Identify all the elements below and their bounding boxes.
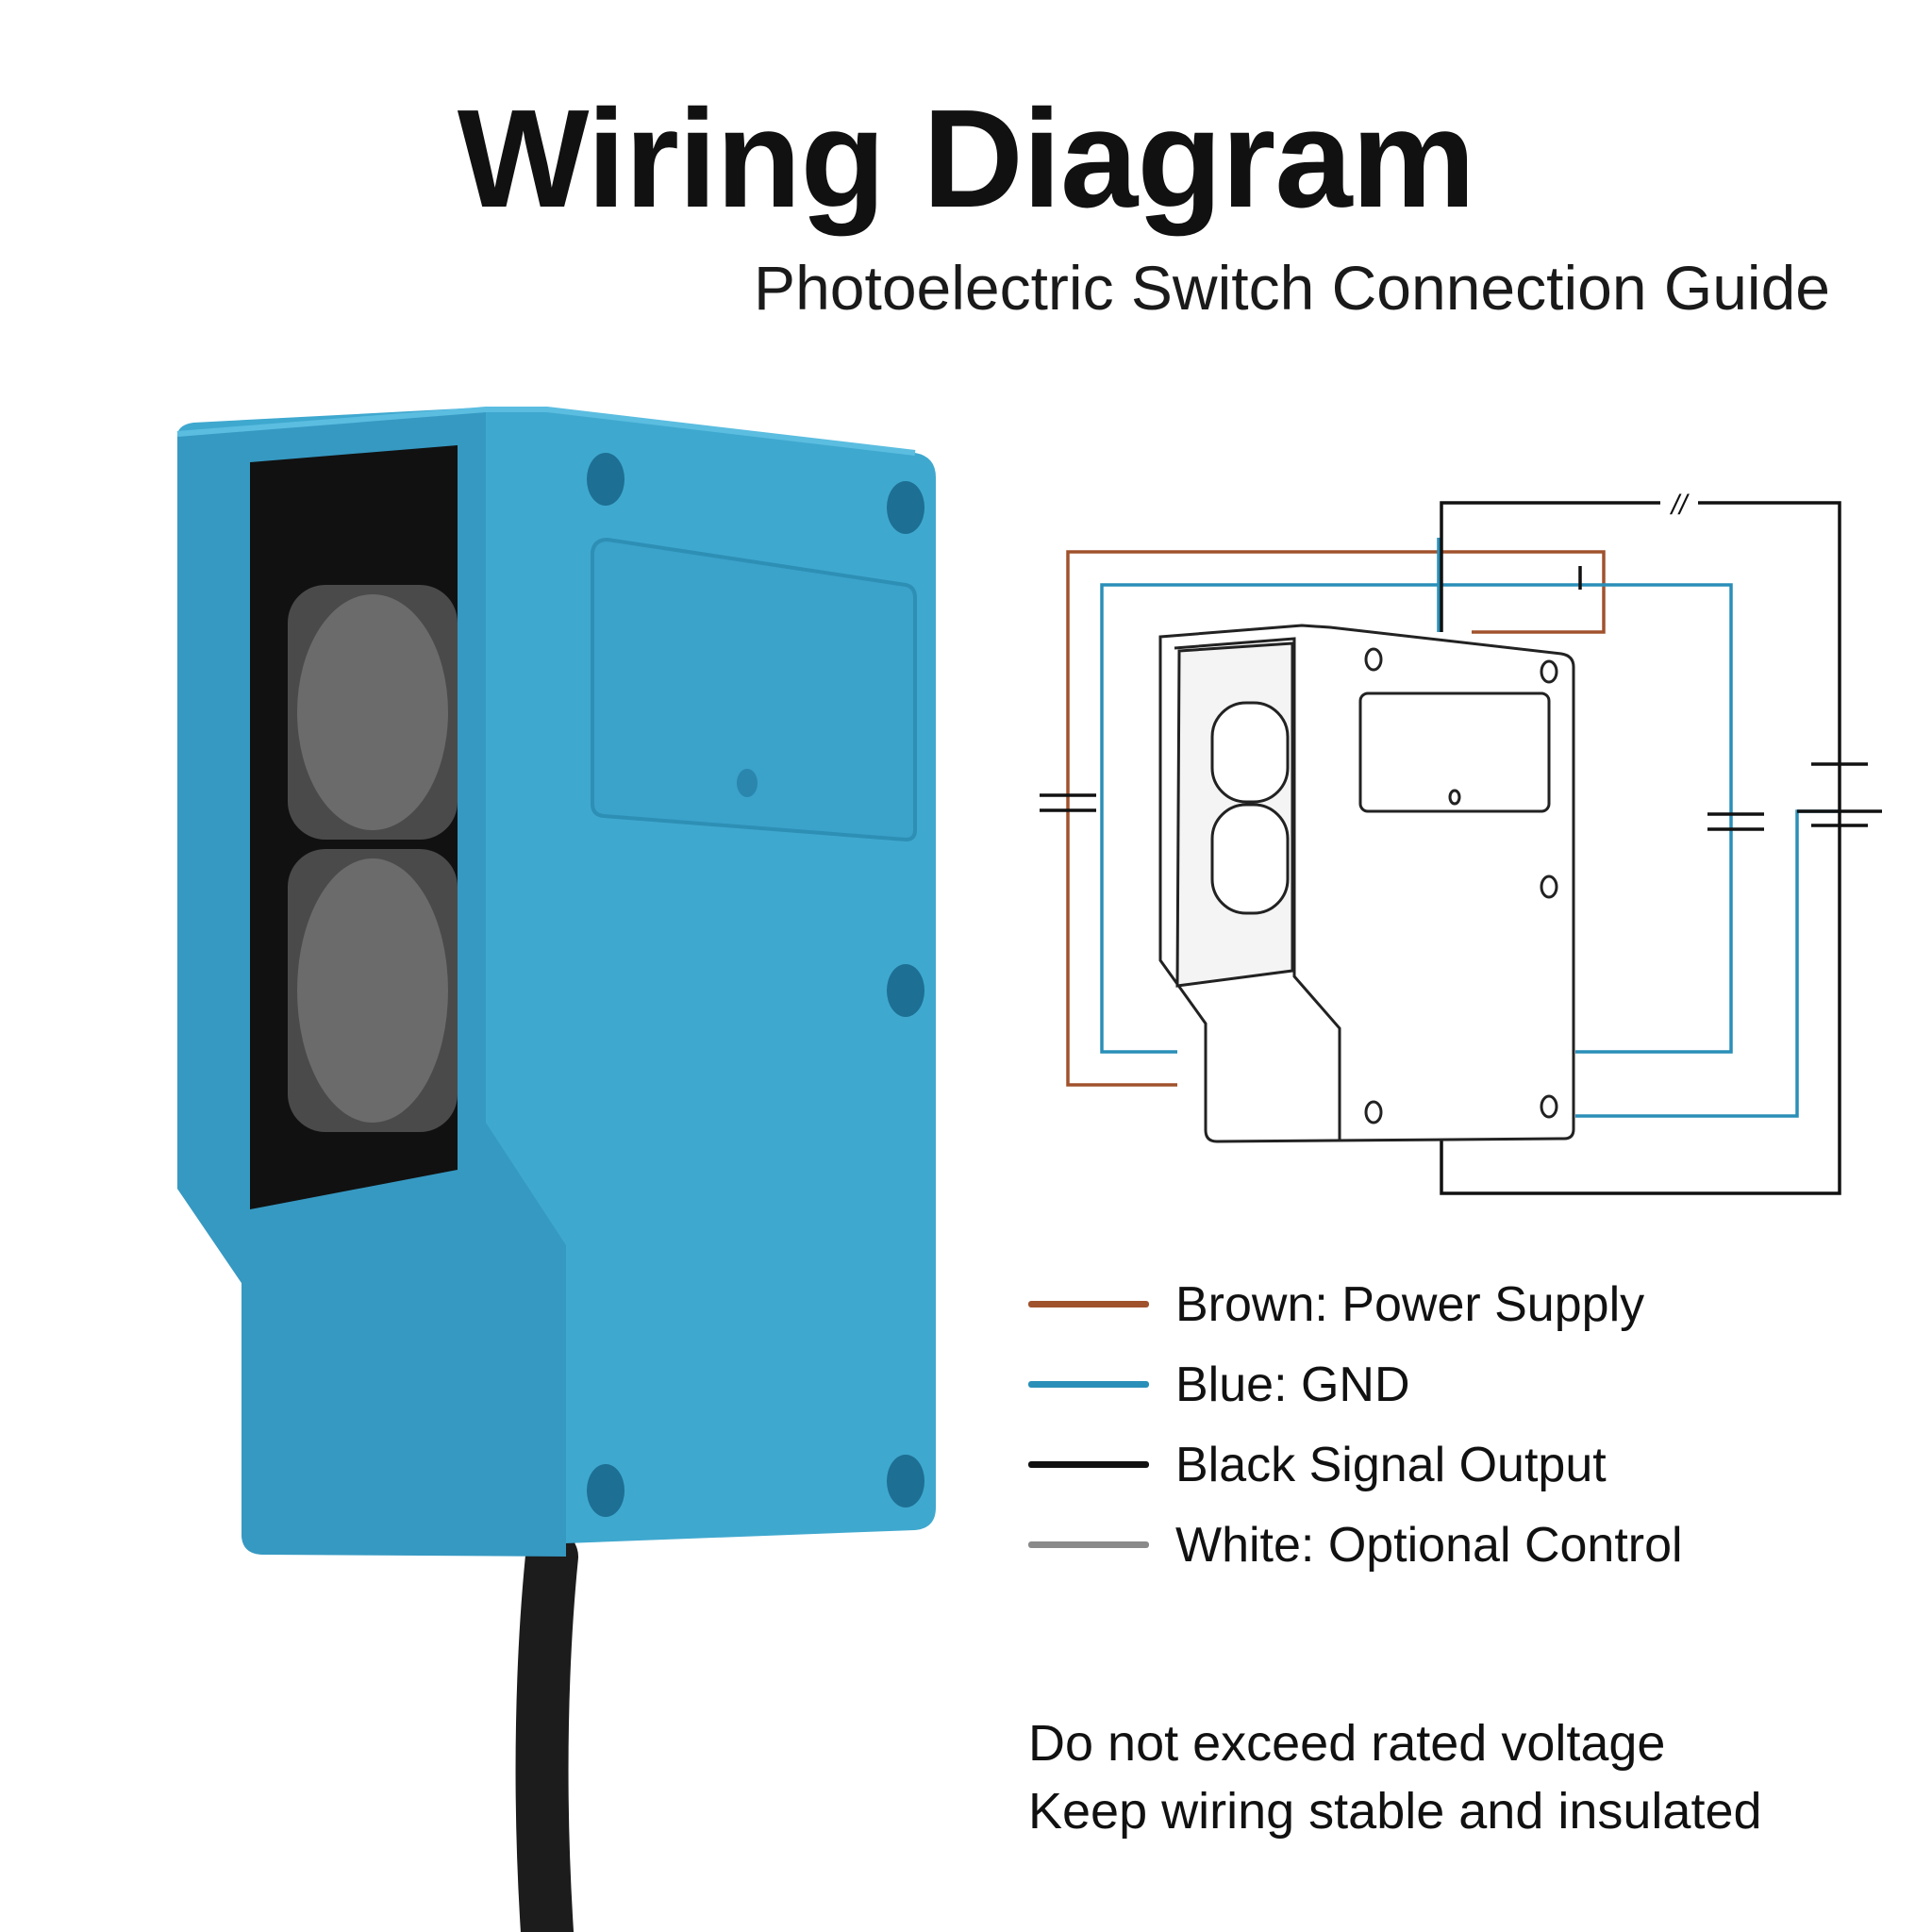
screw-hole-2 xyxy=(887,481,924,534)
legend-swatch-white xyxy=(1028,1541,1149,1548)
black-wire-path xyxy=(1440,501,1841,1195)
legend-swatch-brown xyxy=(1028,1301,1149,1307)
legend-item-blue: Blue: GND xyxy=(1028,1344,1683,1424)
legend-item-black: Black Signal Output xyxy=(1028,1424,1683,1505)
legend-label-brown: Brown: Power Supply xyxy=(1175,1276,1645,1332)
break-mark: // xyxy=(1670,490,1690,521)
lens-upper-glass xyxy=(297,594,448,830)
legend-item-white: White: Optional Control xyxy=(1028,1505,1683,1585)
page-title: Wiring Diagram xyxy=(457,81,1475,237)
note-insulation: Keep wiring stable and insulated xyxy=(1028,1783,1762,1840)
wire-legend: Brown: Power Supply Blue: GND Black Sign… xyxy=(1028,1264,1683,1585)
note-voltage: Do not exceed rated voltage xyxy=(1028,1715,1666,1772)
legend-item-brown: Brown: Power Supply xyxy=(1028,1264,1683,1344)
lens-lower-glass xyxy=(297,858,448,1123)
schematic-label-plate xyxy=(1358,691,1551,813)
label-plate xyxy=(591,537,917,842)
blue-wire-path xyxy=(1100,583,1733,1054)
legend-label-black: Black Signal Output xyxy=(1175,1437,1607,1492)
screw-hole-4 xyxy=(587,1464,625,1517)
legend-label-blue: Blue: GND xyxy=(1175,1357,1410,1412)
screw-hole-5 xyxy=(887,1455,924,1507)
blue-wire-branch xyxy=(1575,809,1840,1118)
brown-wire-path xyxy=(1066,550,1606,1087)
legend-label-white: White: Optional Control xyxy=(1175,1517,1683,1573)
wiring-schematic: // xyxy=(1040,490,1882,1195)
safety-notes: Do not exceed rated voltage Keep wiring … xyxy=(1028,1709,1762,1845)
screw-hole-3 xyxy=(887,964,924,1017)
legend-swatch-black xyxy=(1028,1461,1149,1468)
sensor-photo xyxy=(176,407,936,1932)
indicator-led xyxy=(737,769,758,797)
page-subtitle: Photoelectric Switch Connection Guide xyxy=(754,253,1830,323)
screw-hole-1 xyxy=(587,453,625,506)
legend-swatch-blue xyxy=(1028,1381,1149,1388)
